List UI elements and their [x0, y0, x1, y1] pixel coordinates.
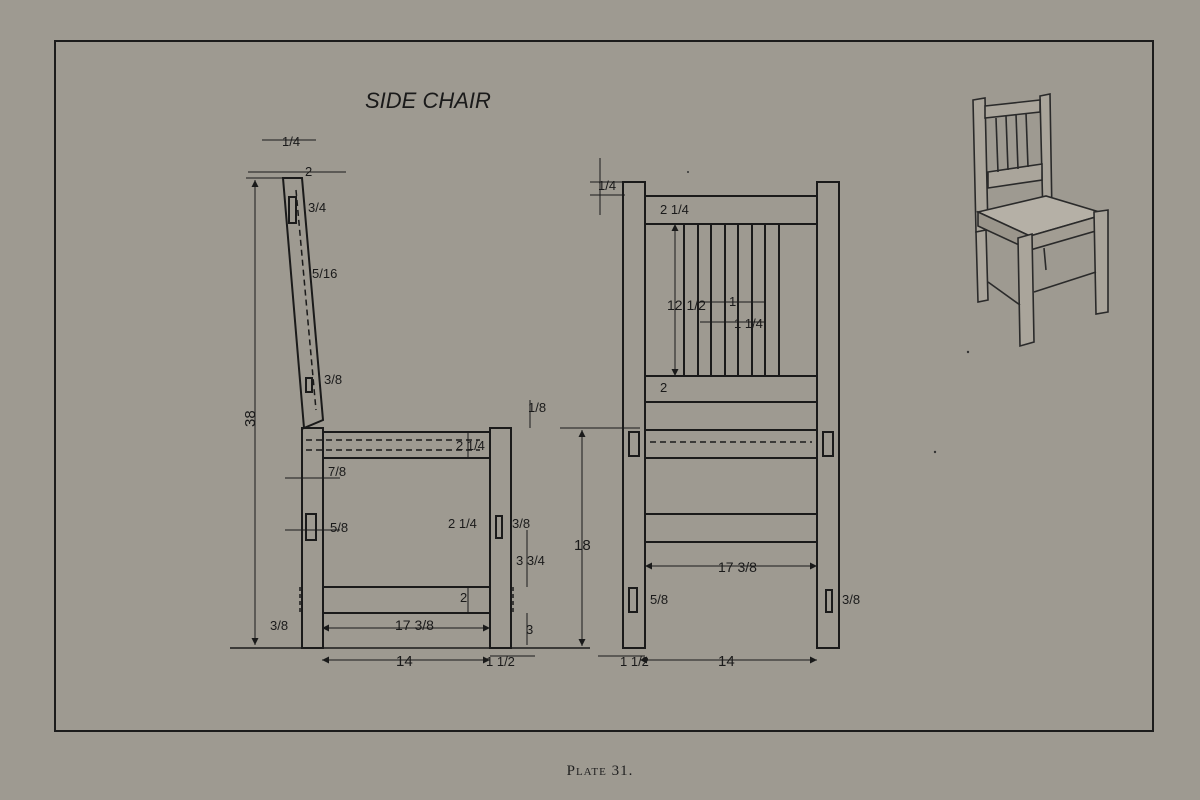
- front-right-post: [816, 181, 840, 649]
- dim-drop: 3 3/4: [516, 553, 545, 568]
- back-mortise: [288, 196, 297, 224]
- dim-lower-back: 3/8: [324, 372, 342, 387]
- dim-seat-offset: 1/8: [528, 400, 546, 415]
- side-dimension-labels: 1/4 2 3/4 5/16 3/8 38 2 1/4 7/8 2 1/4 5/…: [242, 134, 545, 670]
- stray-marks: [687, 171, 970, 454]
- dim-width-bottom: 14: [718, 653, 735, 670]
- slat-2: [710, 223, 726, 377]
- front-mortise: [495, 515, 503, 539]
- dim-front-leg: 1 1/2: [620, 654, 649, 669]
- dim-front-rail: 2 1/4: [448, 516, 477, 531]
- slat-4: [764, 223, 780, 377]
- dim-width: 17 3/8: [718, 559, 757, 575]
- front-left-low-mortise: [628, 587, 638, 613]
- dim-slat-length: 12 1/2: [667, 297, 706, 313]
- slat-3: [737, 223, 753, 377]
- dim-overall-height: 38: [242, 410, 259, 427]
- dim-back-top: 1/4: [282, 134, 300, 149]
- dim-slope: 5/16: [312, 266, 337, 281]
- side-stretcher: [322, 586, 491, 614]
- front-dimension-labels: 1/4 2 1/4 12 1/2 1 1 1/4 2 1/8 18 17 3/8…: [528, 178, 860, 670]
- dim-slat-gap: 1 1/4: [734, 316, 763, 331]
- front-bottom-back-rail: [644, 375, 818, 403]
- dim-bottom: 3/8: [270, 618, 288, 633]
- dim-back-width: 2: [305, 164, 312, 179]
- chair-perspective-sketch: [972, 93, 1109, 348]
- lower-back-mortise: [305, 377, 313, 393]
- front-view: [622, 181, 840, 649]
- dim-side-tenon: 5/8: [330, 520, 348, 535]
- front-dimension-lines: [529, 158, 817, 664]
- back-post: [281, 177, 325, 430]
- dim-tenon-a: 7/8: [328, 464, 346, 479]
- side-dimension-lines: [246, 139, 535, 664]
- dim-slat-width: 1: [729, 294, 736, 309]
- dim-depth: 14: [396, 653, 413, 670]
- front-top-rail: [644, 195, 818, 225]
- dim-stretcher: 2: [460, 590, 467, 605]
- dim-right-tenon: 3/8: [842, 592, 860, 607]
- dim-front-top: 1/4: [598, 178, 616, 193]
- dim-mortise-a: 3/4: [308, 200, 326, 215]
- side-mortise: [305, 513, 317, 541]
- front-right-mortise: [822, 431, 834, 457]
- dim-seat-height: 18: [574, 537, 591, 554]
- side-seat-rail: [322, 431, 491, 459]
- slat-1: [683, 223, 699, 377]
- front-left-mortise: [628, 431, 640, 457]
- plate-caption: Plate 31.: [566, 763, 634, 779]
- dim-left-tenon: 5/8: [650, 592, 668, 607]
- dim-leg-bottom: 3: [526, 622, 533, 637]
- front-right-low-mortise: [825, 589, 833, 613]
- dim-seat-rail: 2 1/4: [456, 438, 485, 453]
- drawing-border: [54, 40, 1154, 732]
- dim-front-tenon: 3/8: [512, 516, 530, 531]
- front-left-post: [622, 181, 646, 649]
- drawing-title: SIDE CHAIR: [365, 88, 491, 113]
- dim-length: 17 3/8: [395, 617, 434, 633]
- side-view: [230, 177, 590, 649]
- dim-bottom-rail: 2: [660, 380, 667, 395]
- front-stretcher: [644, 513, 818, 543]
- front-seat-rail: [644, 429, 818, 459]
- dim-top-rail: 2 1/4: [660, 202, 689, 217]
- dim-side-leg: 1 1/2: [486, 654, 515, 669]
